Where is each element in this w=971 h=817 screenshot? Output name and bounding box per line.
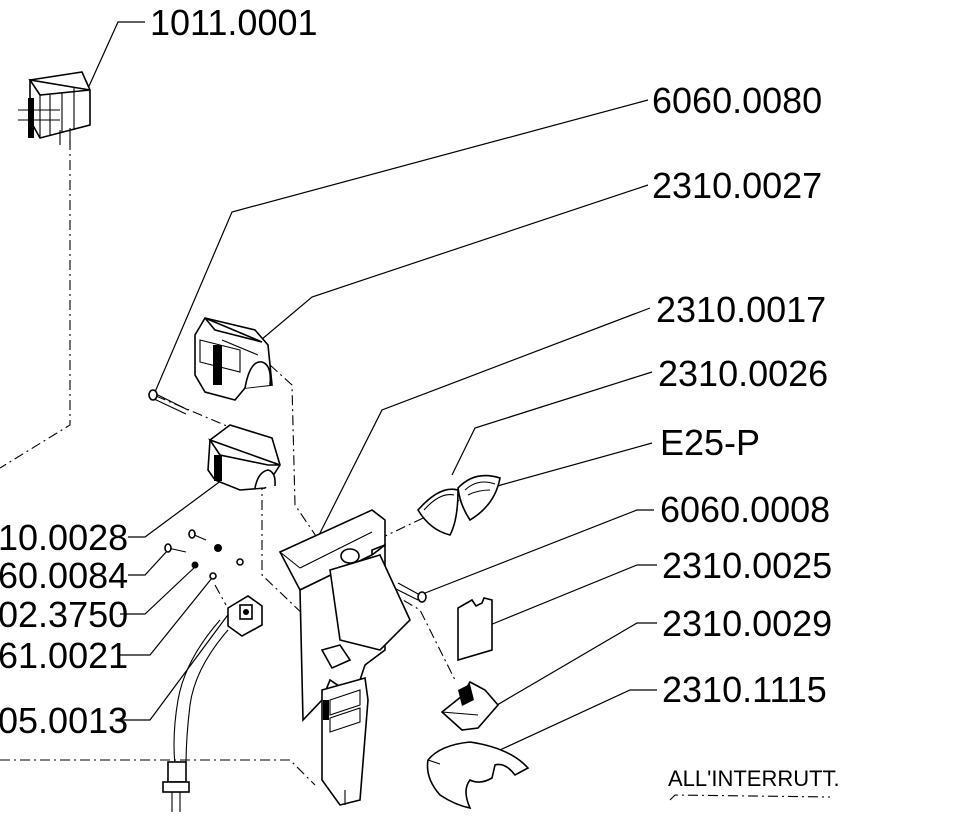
bracket-2310-0017	[278, 509, 411, 806]
label-2310-0027: 2310.0027	[652, 165, 823, 206]
label-6060-0008: 6060.0008	[660, 489, 831, 530]
plate-2310-0025	[457, 597, 493, 662]
label-61-0021: 61.0021	[0, 635, 129, 676]
label-6060-0080: 6060.0080	[652, 80, 823, 121]
screw-6060-0080	[148, 389, 189, 415]
housing-2310-0028	[207, 424, 281, 491]
label-02-3750: 02.3750	[0, 594, 129, 635]
label-10-0028: 10.0028	[0, 517, 129, 558]
clip-2310-0029	[440, 680, 500, 731]
note-all-interruttore: ALL'INTERRUTT.	[668, 766, 840, 791]
label-60-0084: 60.0084	[0, 555, 129, 596]
logo-badge-e25-p	[457, 474, 501, 522]
label-2310-0017: 2310.0017	[656, 289, 827, 330]
cable-assembly	[162, 595, 263, 812]
label-2310-1115: 2310.1115	[662, 669, 827, 710]
label-1011-0001: 1011.0001	[150, 2, 318, 43]
cap-2310-0027	[194, 317, 273, 401]
screw-6060-0008	[395, 582, 427, 603]
label-2310-0026: 2310.0026	[658, 353, 829, 394]
label-2310-0025: 2310.0025	[662, 545, 833, 586]
small-hardware	[164, 529, 244, 580]
badge-2310-0026	[417, 488, 459, 536]
label-e25-p: E25-P	[660, 422, 761, 463]
label-05-0013: 05.0013	[0, 700, 129, 741]
spring-clip-2310-1115	[426, 741, 530, 810]
label-2310-0029: 2310.0029	[662, 603, 833, 644]
leader-lines	[84, 21, 657, 751]
switch-1011-0001	[18, 71, 91, 145]
